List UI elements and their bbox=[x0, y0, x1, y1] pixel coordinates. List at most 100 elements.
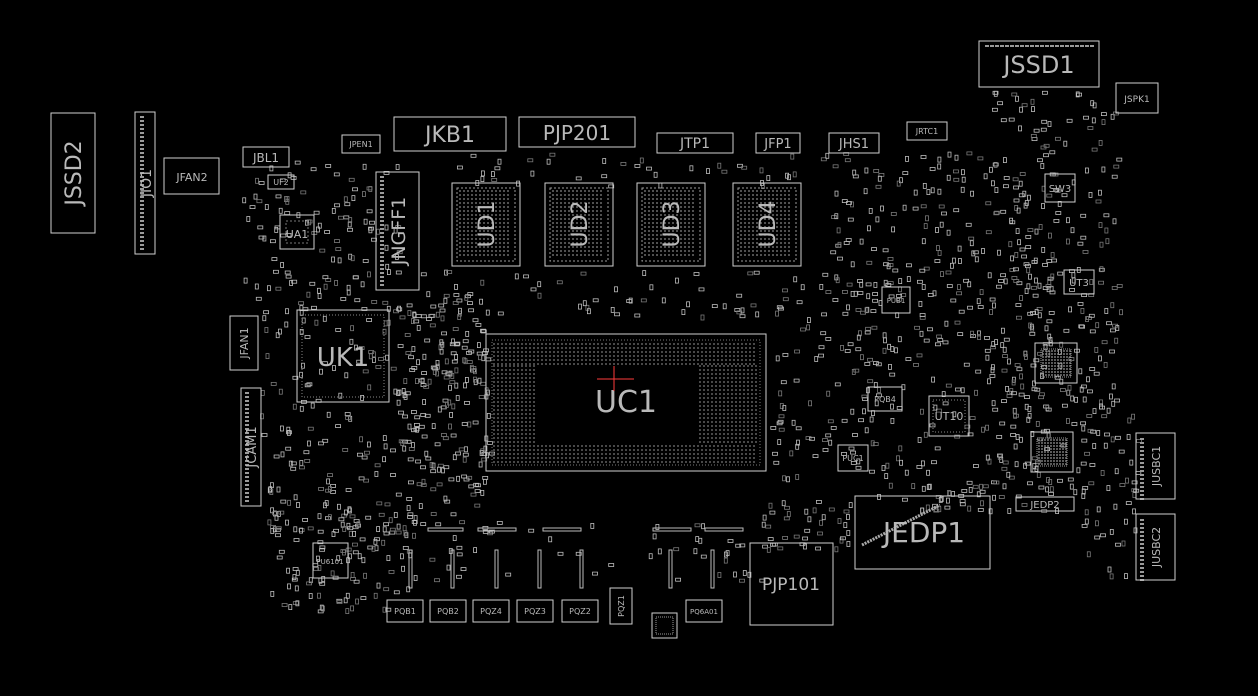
component-ua1[interactable]: UA1 bbox=[279, 214, 315, 250]
passive-component bbox=[1067, 384, 1072, 391]
bga-ball bbox=[723, 405, 725, 407]
component-uf2[interactable]: UF2 bbox=[267, 174, 295, 190]
component-jfan1[interactable]: JFAN1 bbox=[229, 315, 259, 371]
passive-component bbox=[985, 354, 990, 361]
bga-ball bbox=[644, 206, 646, 208]
bga-ball bbox=[731, 421, 733, 423]
bga-ball bbox=[669, 457, 671, 459]
component-jedp1[interactable]: JEDP1 bbox=[854, 495, 991, 570]
component-jpen1[interactable]: JPEN1 bbox=[341, 134, 381, 154]
bga-ball bbox=[727, 393, 729, 395]
bga-ball bbox=[784, 226, 786, 228]
component-uk1[interactable]: UK1 bbox=[296, 309, 390, 403]
bga-ball bbox=[1054, 350, 1056, 352]
bga-ball bbox=[549, 351, 551, 353]
component-jfp1[interactable]: JFP1 bbox=[755, 132, 801, 154]
connector-pin bbox=[245, 480, 249, 482]
bottom-ic[interactable] bbox=[651, 612, 678, 639]
bga-ball bbox=[788, 242, 790, 244]
component-ut3[interactable]: UT3 bbox=[1063, 269, 1095, 295]
component-jtp1[interactable]: JTP1 bbox=[656, 132, 734, 154]
component-ud2[interactable]: UD2 bbox=[544, 182, 614, 267]
passive-component bbox=[1037, 158, 1043, 163]
component-sw3[interactable]: SW3 bbox=[1044, 173, 1076, 203]
passive-component bbox=[997, 249, 1001, 256]
passive-component bbox=[301, 317, 306, 324]
bga-ball bbox=[784, 206, 786, 208]
component-jio1[interactable]: JIO1 bbox=[134, 111, 156, 255]
component-pqz4[interactable]: PQZ4 bbox=[472, 599, 510, 623]
component-jusbc1[interactable]: JUSBC1 bbox=[1135, 432, 1176, 500]
passive-component bbox=[946, 497, 950, 504]
bga-ball bbox=[788, 214, 790, 216]
bga-ball bbox=[483, 230, 485, 232]
bga-ball bbox=[733, 359, 735, 361]
component-ud4[interactable]: UD4 bbox=[732, 182, 802, 267]
bga-ball bbox=[541, 359, 543, 361]
ic-grid-upper[interactable] bbox=[1034, 342, 1078, 384]
passive-component bbox=[778, 414, 785, 419]
passive-component bbox=[1013, 279, 1020, 283]
component-jcam1[interactable]: JCAM1 bbox=[240, 387, 262, 507]
bga-ball bbox=[748, 194, 750, 196]
bga-ball bbox=[1057, 368, 1059, 370]
bga-ball bbox=[513, 425, 515, 427]
passive-component bbox=[1034, 387, 1041, 392]
component-pjp201[interactable]: PJP201 bbox=[518, 116, 636, 148]
bga-ball bbox=[529, 461, 531, 463]
bga-ball bbox=[760, 218, 762, 220]
component-jkb1[interactable]: JKB1 bbox=[393, 116, 507, 152]
passive-component bbox=[1110, 328, 1116, 333]
component-ud3[interactable]: UD3 bbox=[636, 182, 706, 267]
bga-ball bbox=[731, 369, 733, 371]
component-jssd1[interactable]: JSSD1 bbox=[978, 40, 1100, 88]
component-pqz1[interactable]: PQZ1 bbox=[609, 587, 633, 625]
bga-ball bbox=[756, 238, 758, 240]
bga-ball bbox=[681, 449, 683, 451]
component-pub1[interactable]: PUB1 bbox=[881, 286, 911, 314]
component-pqb4[interactable]: PQB4 bbox=[867, 386, 903, 412]
component-pqb1[interactable]: PQB1 bbox=[386, 599, 424, 623]
component-pu6101[interactable]: PU6101 bbox=[312, 542, 349, 579]
passive-component bbox=[1132, 492, 1137, 499]
passive-component bbox=[317, 529, 324, 534]
bga-ball bbox=[644, 230, 646, 232]
bga-ball bbox=[705, 359, 707, 361]
passive-component bbox=[867, 357, 873, 362]
component-puc1[interactable]: PUC1 bbox=[837, 444, 869, 472]
ic-grid-lower[interactable] bbox=[1030, 431, 1074, 473]
component-jfan2[interactable]: JFAN2 bbox=[163, 157, 220, 195]
bga-ball bbox=[600, 210, 602, 212]
component-jssd2[interactable]: JSSD2 bbox=[50, 112, 96, 234]
passive-component bbox=[890, 417, 895, 424]
bga-ball bbox=[513, 347, 515, 349]
bga-ball bbox=[751, 433, 753, 435]
bga-ball bbox=[577, 457, 579, 459]
component-jngff1[interactable]: JNGFF1 bbox=[375, 171, 420, 291]
component-ud1[interactable]: UD1 bbox=[451, 182, 521, 267]
passive-component bbox=[337, 215, 344, 220]
bga-ball bbox=[493, 417, 495, 419]
component-jedp2[interactable]: JEDP2 bbox=[1015, 496, 1075, 512]
bga-ball bbox=[772, 214, 774, 216]
component-pqz3[interactable]: PQZ3 bbox=[516, 599, 554, 623]
component-jrtc1[interactable]: JRTC1 bbox=[906, 121, 948, 141]
component-ut10[interactable]: UT10 bbox=[928, 395, 970, 437]
component-jhs1[interactable]: JHS1 bbox=[828, 132, 880, 154]
component-pjp101[interactable]: PJP101 bbox=[749, 542, 834, 626]
component-jusbc2[interactable]: JUSBC2 bbox=[1135, 513, 1176, 581]
passive-component bbox=[307, 426, 314, 431]
bga-ball bbox=[739, 381, 741, 383]
component-jbl1[interactable]: JBL1 bbox=[242, 146, 290, 168]
component-jspk1[interactable]: JSPK1 bbox=[1115, 82, 1159, 114]
bga-ball bbox=[692, 218, 694, 220]
bga-ball bbox=[735, 405, 737, 407]
passive-component bbox=[343, 196, 348, 203]
bga-ball bbox=[493, 381, 495, 383]
component-pqz2[interactable]: PQZ2 bbox=[561, 599, 599, 623]
component-pq6a01[interactable]: PQ6A01 bbox=[685, 599, 723, 623]
connector-pin bbox=[1140, 486, 1144, 488]
bga-ball bbox=[713, 453, 715, 455]
component-pqb2[interactable]: PQB2 bbox=[429, 599, 467, 623]
